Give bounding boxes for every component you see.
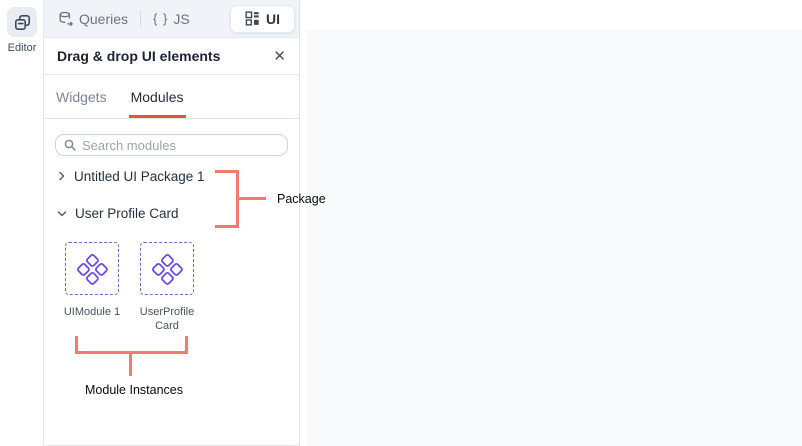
chevron-down-icon bbox=[57, 209, 67, 218]
tab-widgets[interactable]: Widgets bbox=[56, 88, 107, 105]
annotation-line bbox=[215, 170, 239, 173]
panel-title: Drag & drop UI elements bbox=[57, 48, 221, 64]
tab-ui-label: UI bbox=[266, 10, 280, 27]
tree-item-label: User Profile Card bbox=[75, 205, 179, 221]
module-diamonds-icon bbox=[74, 251, 110, 287]
database-icon bbox=[58, 11, 74, 27]
tree-item-untitled-ui-package[interactable]: Untitled UI Package 1 bbox=[57, 167, 205, 185]
editor-button[interactable] bbox=[7, 7, 37, 37]
close-icon[interactable]: ✕ bbox=[273, 47, 286, 65]
side-panel: Queries { } JS UI Drag & drop UI element… bbox=[44, 0, 300, 446]
tab-ui[interactable]: UI bbox=[230, 4, 295, 33]
search-icon bbox=[64, 139, 76, 151]
panel-tabs: Widgets Modules bbox=[44, 75, 299, 119]
annotation-line bbox=[129, 351, 132, 376]
module-name: UIModule 1 bbox=[63, 306, 121, 318]
annotation-line bbox=[239, 197, 266, 200]
layout-grid-icon bbox=[245, 11, 260, 26]
tab-modules[interactable]: Modules bbox=[129, 75, 186, 118]
annotation-line bbox=[215, 225, 239, 228]
module-card-uimodule1[interactable] bbox=[65, 242, 119, 295]
editor-label: Editor bbox=[7, 42, 37, 54]
tab-queries[interactable]: Queries bbox=[58, 11, 128, 27]
search-modules-input[interactable] bbox=[82, 137, 279, 153]
module-diamonds-icon bbox=[149, 251, 185, 287]
annotation-line bbox=[236, 170, 239, 228]
topbar-divider bbox=[140, 10, 142, 27]
segment-topbar: Queries { } JS UI bbox=[44, 0, 299, 38]
chevron-right-icon bbox=[57, 171, 66, 181]
annotation-line bbox=[185, 336, 188, 354]
module-name: UserProfileCard bbox=[139, 306, 195, 332]
editor-pages-icon bbox=[13, 13, 32, 32]
braces-icon: { } bbox=[153, 11, 169, 26]
tree-item-user-profile-card[interactable]: User Profile Card bbox=[57, 204, 179, 222]
module-card-userprofilecard[interactable] bbox=[140, 242, 194, 295]
panel-header: Drag & drop UI elements ✕ bbox=[44, 38, 299, 75]
left-rail: Editor bbox=[0, 0, 44, 446]
tab-js-label: JS bbox=[173, 10, 190, 27]
tab-queries-label: Queries bbox=[79, 10, 129, 27]
annotation-line bbox=[75, 336, 78, 354]
tree-item-label: Untitled UI Package 1 bbox=[74, 168, 205, 184]
annotation-package-label: Package bbox=[277, 192, 326, 206]
annotation-module-instances-label: Module Instances bbox=[85, 383, 183, 397]
app-canvas[interactable] bbox=[307, 30, 802, 446]
search-modules-box bbox=[55, 134, 288, 156]
tab-js[interactable]: { } JS bbox=[153, 11, 190, 27]
